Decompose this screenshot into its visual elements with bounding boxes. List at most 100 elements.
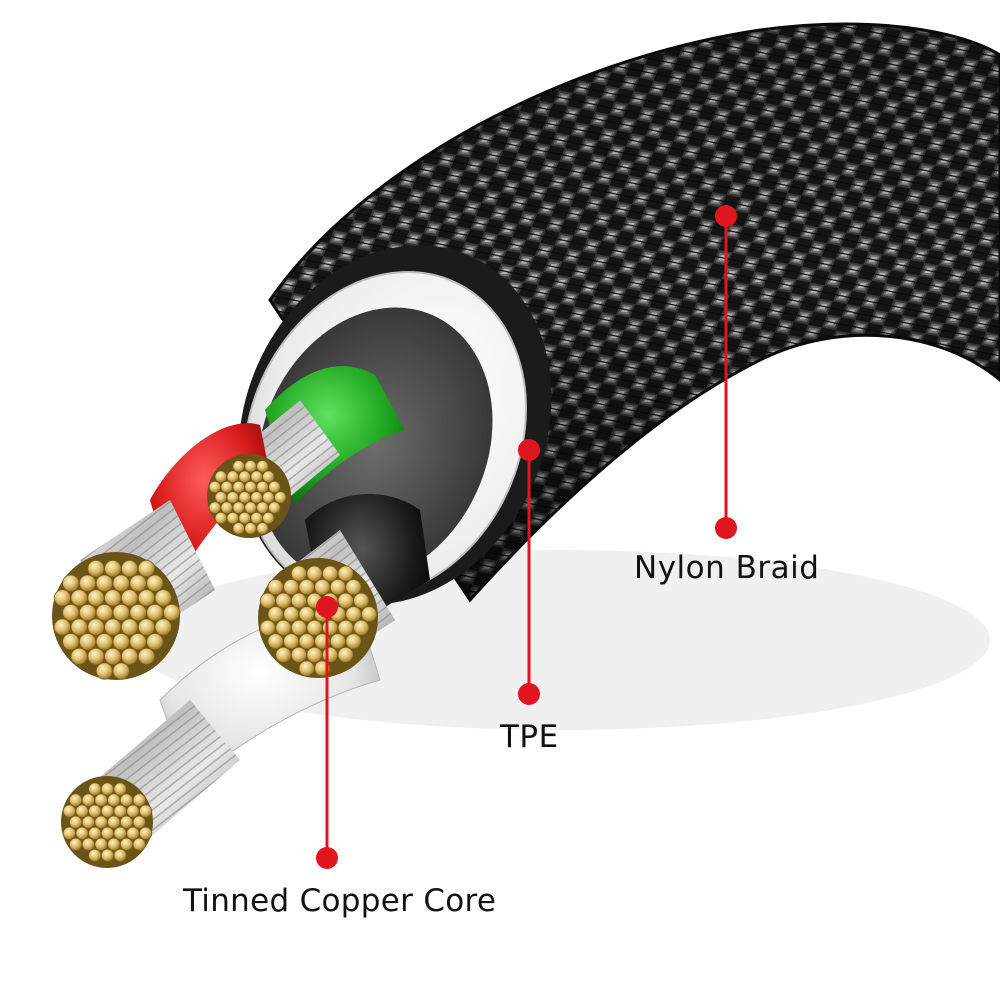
copper-strand bbox=[121, 559, 139, 578]
nylon-braid-callout-dot-bottom bbox=[715, 517, 737, 539]
copper-strand bbox=[238, 491, 251, 504]
copper-strand bbox=[88, 782, 102, 796]
copper-strand bbox=[62, 804, 77, 818]
copper-strand bbox=[88, 848, 102, 863]
copper-strand bbox=[250, 511, 263, 525]
copper-strand bbox=[79, 633, 97, 651]
copper-strand bbox=[87, 589, 105, 607]
copper-strand bbox=[244, 460, 257, 473]
copper-strand bbox=[69, 815, 83, 829]
copper-strand bbox=[154, 589, 172, 607]
copper-strand bbox=[139, 826, 153, 840]
copper-strand bbox=[306, 565, 323, 582]
copper-strand bbox=[259, 619, 276, 636]
copper-strand bbox=[232, 460, 245, 473]
copper-strand bbox=[146, 603, 164, 622]
copper-strand bbox=[214, 470, 228, 483]
copper-strand bbox=[137, 559, 156, 578]
copper-strand bbox=[226, 491, 240, 504]
copper-strand bbox=[113, 848, 127, 863]
copper-strand bbox=[79, 603, 97, 622]
copper-strand bbox=[107, 793, 121, 807]
copper-strand bbox=[345, 579, 362, 596]
copper-strand bbox=[250, 470, 263, 483]
copper-strand bbox=[267, 606, 284, 623]
copper-strand bbox=[146, 574, 164, 592]
copper-strand bbox=[62, 574, 80, 592]
copper-strand bbox=[70, 647, 88, 666]
core-callout-dot-top bbox=[316, 596, 338, 618]
copper-strand bbox=[256, 480, 269, 494]
copper-strand bbox=[208, 480, 222, 494]
copper-strand bbox=[329, 579, 346, 596]
copper-strand bbox=[283, 579, 300, 596]
copper-strand bbox=[353, 592, 370, 609]
copper-strand bbox=[113, 804, 127, 818]
copper-strand bbox=[290, 565, 307, 582]
copper-strand bbox=[137, 589, 156, 607]
tinned-copper-core-label: Tinned Copper Core bbox=[183, 883, 497, 919]
copper-strand bbox=[244, 501, 257, 514]
copper-strand bbox=[53, 618, 72, 636]
copper-strand bbox=[329, 633, 346, 650]
tpe-callout-dot-top bbox=[518, 439, 540, 461]
copper-strand bbox=[232, 501, 245, 514]
copper-strand bbox=[129, 574, 147, 592]
copper-strand bbox=[154, 618, 172, 636]
copper-strand bbox=[298, 606, 315, 623]
copper-strand bbox=[262, 491, 275, 504]
copper-strand bbox=[95, 662, 114, 680]
copper-strand bbox=[112, 574, 130, 592]
copper-strand bbox=[256, 460, 269, 473]
copper-strand bbox=[121, 589, 139, 607]
copper-strand bbox=[250, 491, 263, 504]
red-wire-strands bbox=[52, 552, 181, 680]
copper-strand bbox=[208, 501, 222, 514]
copper-strand bbox=[214, 491, 228, 504]
copper-strand bbox=[70, 618, 88, 636]
copper-strand bbox=[69, 837, 83, 851]
copper-strand bbox=[232, 480, 245, 494]
copper-strand bbox=[69, 793, 83, 807]
copper-strand bbox=[119, 837, 134, 851]
copper-strand bbox=[220, 501, 234, 514]
copper-strand bbox=[337, 592, 354, 609]
copper-strand bbox=[256, 501, 269, 514]
copper-strand bbox=[100, 804, 115, 818]
copper-strand bbox=[314, 579, 331, 596]
copper-strand bbox=[62, 826, 77, 840]
copper-strand bbox=[88, 826, 102, 840]
nylon-braid-label: Nylon Braid bbox=[634, 550, 820, 586]
copper-strand bbox=[95, 574, 114, 592]
copper-strand bbox=[113, 782, 127, 796]
nylon-braid-callout-dot-top bbox=[715, 205, 737, 227]
copper-strand bbox=[70, 589, 88, 607]
copper-strand bbox=[337, 646, 354, 663]
copper-strand bbox=[322, 646, 339, 663]
copper-strand bbox=[268, 501, 281, 514]
copper-strand bbox=[100, 826, 115, 840]
copper-strand bbox=[87, 559, 105, 578]
copper-strand bbox=[75, 804, 89, 818]
copper-strand bbox=[283, 606, 300, 623]
copper-strand bbox=[244, 480, 257, 494]
copper-strand bbox=[112, 603, 130, 622]
copper-strand bbox=[81, 837, 96, 851]
copper-strand bbox=[238, 470, 251, 483]
green-wire-strands bbox=[207, 454, 291, 538]
copper-strand bbox=[262, 470, 275, 483]
copper-strand bbox=[337, 619, 354, 636]
copper-strand bbox=[132, 793, 146, 807]
copper-strand bbox=[95, 603, 114, 622]
copper-strand bbox=[126, 804, 140, 818]
copper-strand bbox=[244, 522, 257, 535]
copper-strand bbox=[322, 565, 339, 582]
copper-strand bbox=[226, 511, 240, 525]
black-wire-strands bbox=[258, 558, 378, 678]
copper-strand bbox=[87, 647, 105, 666]
copper-strand bbox=[62, 603, 80, 622]
copper-strand bbox=[62, 633, 80, 651]
copper-strand bbox=[95, 633, 114, 651]
copper-strand bbox=[298, 633, 315, 650]
